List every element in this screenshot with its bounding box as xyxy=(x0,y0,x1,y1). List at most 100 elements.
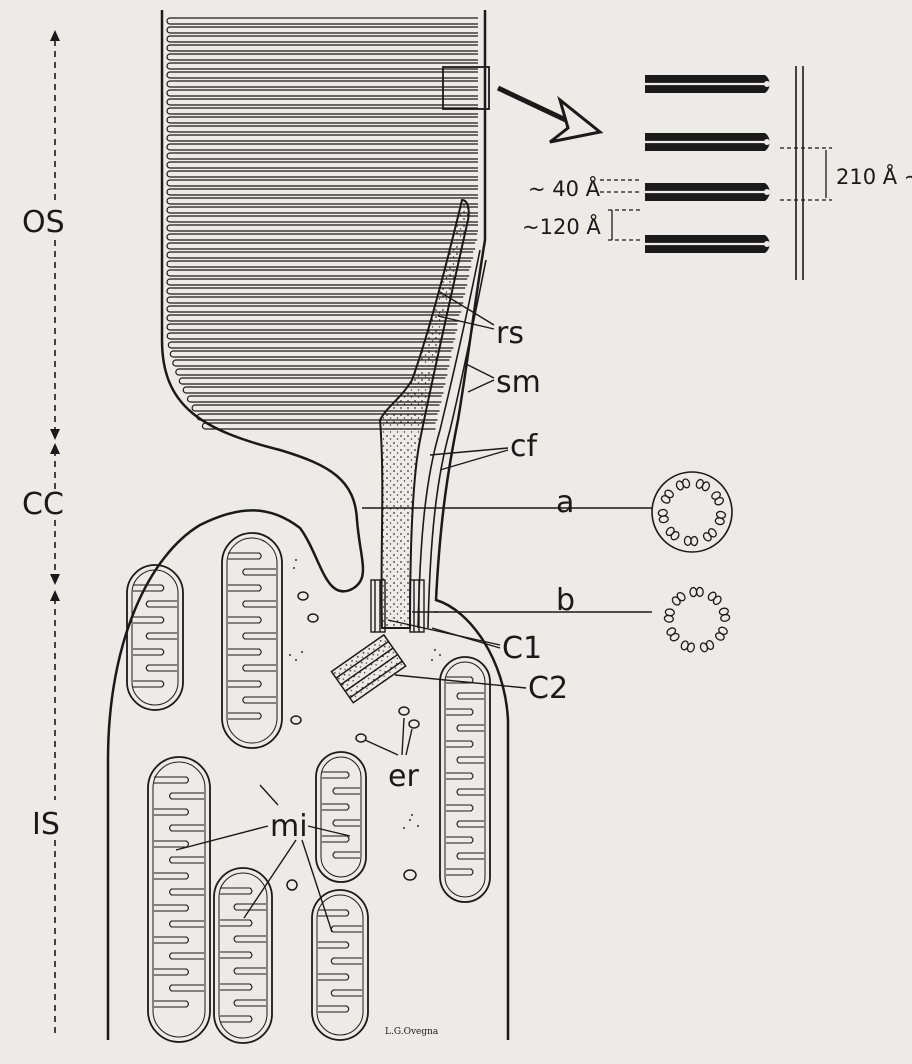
er-vesicle xyxy=(287,880,297,890)
c2-label: C2 xyxy=(528,671,568,706)
os-label: OS xyxy=(22,205,65,240)
mitochondrion xyxy=(148,757,210,1042)
er-vesicle xyxy=(291,716,301,724)
microtubule-doublet xyxy=(664,608,675,622)
arrow-down-icon xyxy=(50,574,60,585)
mitochondrion xyxy=(316,752,366,882)
microtubule-doublet xyxy=(665,526,681,541)
disc-lamella xyxy=(167,279,467,285)
microtubule-doublet xyxy=(715,511,726,526)
dimension-210-label: 210 Å ~ xyxy=(836,163,912,189)
microtubule-doublet xyxy=(702,527,718,542)
disc-lamella xyxy=(167,99,478,105)
disc-lamella xyxy=(167,117,478,123)
disc-lamella xyxy=(167,243,475,249)
disc-lamella xyxy=(167,207,478,213)
disc-lamella xyxy=(167,108,478,114)
disc-lamella xyxy=(167,36,478,42)
microtubule-doublet xyxy=(671,591,687,606)
disc-lamella xyxy=(167,18,478,24)
er-vesicle xyxy=(356,734,366,742)
mitochondrion xyxy=(222,533,282,748)
mitochondrion xyxy=(312,890,368,1040)
disc-lamella xyxy=(167,261,471,267)
magnified-region-box xyxy=(443,67,489,109)
dimension-40-label: ~ 40 Å xyxy=(528,175,601,201)
mitochondrion xyxy=(214,868,272,1043)
arrow-down-icon xyxy=(50,429,60,440)
disc-lamella xyxy=(170,351,451,357)
cross-section-a xyxy=(658,478,726,546)
disc-lamella xyxy=(167,90,478,96)
microtubule-doublet xyxy=(719,607,730,622)
disc-lamella xyxy=(167,27,478,33)
arrow-up-icon xyxy=(50,30,60,41)
magnify-arrow-icon xyxy=(550,100,600,142)
disc-lamella xyxy=(167,297,463,303)
microtubule-doublet xyxy=(699,640,714,653)
magnify-arrow xyxy=(498,88,570,122)
microtubule-doublet xyxy=(711,490,725,506)
disc-lamella xyxy=(173,360,450,366)
arrow-up-icon xyxy=(50,590,60,601)
disc-lamella xyxy=(167,45,478,51)
basal-body-right xyxy=(410,580,424,632)
microtubule-doublet xyxy=(680,640,695,653)
mi-label: mi xyxy=(270,809,308,844)
disc-lamella xyxy=(167,225,478,231)
rs-label: rs xyxy=(496,316,524,351)
microtubule-doublet xyxy=(684,536,697,545)
microtubule-doublet xyxy=(690,587,703,596)
disc-lamella xyxy=(167,315,459,321)
disc-lamella xyxy=(167,324,457,330)
centriole-c2 xyxy=(331,635,405,703)
disc-lamella xyxy=(167,288,465,294)
ciliary-stalk xyxy=(380,200,469,628)
disc-lamella xyxy=(167,270,469,276)
cc-label: CC xyxy=(22,487,64,522)
microtubule-doublet xyxy=(675,478,690,491)
er-vesicle xyxy=(399,707,409,715)
mitochondrion xyxy=(127,565,183,710)
artist-signature: L.G.Ovegna xyxy=(385,1027,439,1037)
microtubule-doublet xyxy=(660,489,675,505)
disc-lamella xyxy=(167,333,455,339)
disc-lamella xyxy=(167,144,478,150)
disc-lamella xyxy=(167,171,478,177)
disc-lamella xyxy=(167,162,478,168)
disc-lamella xyxy=(167,252,473,258)
disc-lamella xyxy=(167,63,478,69)
er-vesicles xyxy=(287,592,419,890)
disc-lamella xyxy=(167,72,478,78)
microtubule-doublet xyxy=(707,591,723,606)
is-label: IS xyxy=(32,807,60,842)
a-label: a xyxy=(556,485,574,520)
disc-lamella xyxy=(167,126,478,132)
disc-lamella xyxy=(179,378,445,384)
disc-lamella xyxy=(167,189,478,195)
er-label: er xyxy=(388,759,419,794)
er-vesicle xyxy=(308,614,318,622)
mitochondrion xyxy=(440,657,490,902)
outer-segment-membrane xyxy=(108,10,363,1040)
disc-lamella xyxy=(167,180,478,186)
er-vesicle xyxy=(298,592,308,600)
disc-lamella xyxy=(167,54,478,60)
arrow-up-icon xyxy=(50,443,60,454)
b-label: b xyxy=(556,583,575,618)
er-vesicle xyxy=(404,870,416,880)
inset-disc-detail xyxy=(645,75,770,253)
disc-lamella xyxy=(167,198,478,204)
disc-lamella xyxy=(167,306,461,312)
disc-lamella xyxy=(176,369,448,375)
disc-lamella xyxy=(168,342,453,348)
sm-label: sm xyxy=(496,365,541,400)
microtubule-doublet xyxy=(695,479,710,492)
disc-lamella xyxy=(167,153,478,159)
er-vesicle xyxy=(409,720,419,728)
disc-lamella xyxy=(167,216,478,222)
dimension-120-label: ~120 Å xyxy=(522,213,601,239)
disc-lamella xyxy=(167,81,478,87)
microtubule-doublet xyxy=(658,509,669,523)
